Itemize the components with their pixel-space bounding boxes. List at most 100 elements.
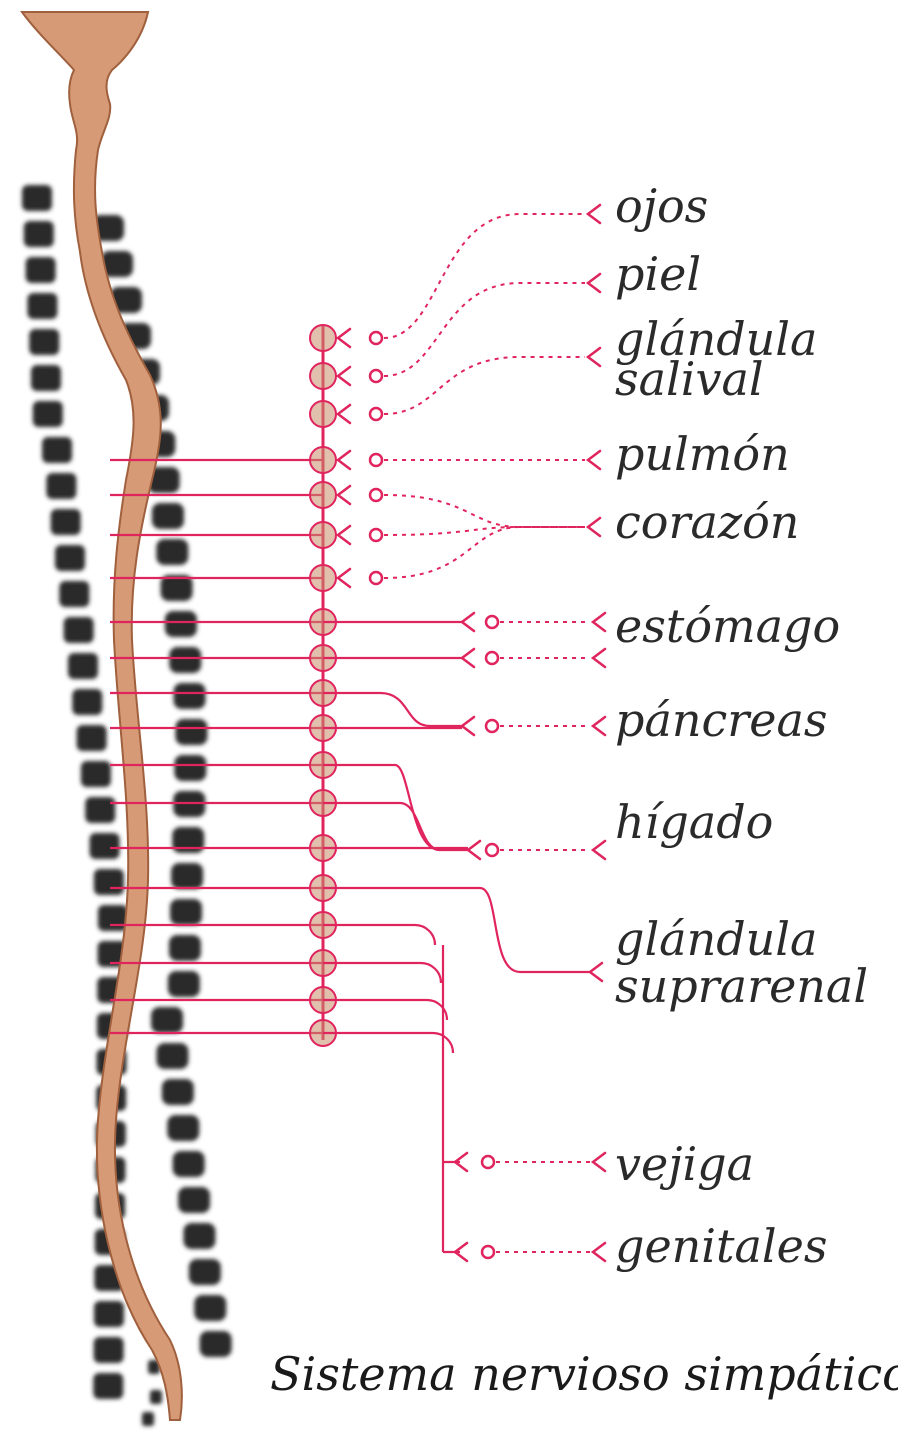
vertebra-anterior — [90, 833, 120, 859]
postganglionic-node-genitales — [482, 1246, 494, 1258]
vertebra-anterior — [22, 185, 52, 211]
target-arrow-pancreas — [593, 717, 605, 735]
coccyx-segment — [150, 1390, 162, 1404]
vertebra-process — [200, 1331, 232, 1357]
target-arrow-ojos — [588, 205, 600, 223]
organ-label-vejiga: vejiga — [615, 1137, 754, 1191]
vertebra-anterior — [29, 329, 59, 355]
vertebra-process — [151, 1007, 183, 1033]
synapse-arrow-ojos — [338, 329, 350, 347]
vertebra-process — [174, 755, 206, 781]
target-arrow-pulmon — [588, 451, 600, 469]
vertebra-anterior — [55, 545, 85, 571]
preganglionic-fiber-pancreas — [323, 693, 462, 726]
synapse-arrow-corazon — [338, 526, 350, 544]
organ-label-glandula-suprarenal-line1: glándula — [615, 912, 817, 966]
vertebra-anterior — [98, 905, 128, 931]
ganglion — [310, 401, 336, 427]
vertebra-anterior — [94, 869, 124, 895]
vertebra-anterior — [77, 725, 107, 751]
vertebra-process — [162, 1079, 194, 1105]
synapse-arrow-piel — [338, 367, 350, 385]
organ-pathways — [323, 205, 605, 1261]
vertebra-process — [167, 1115, 199, 1141]
pathway-piel — [384, 283, 585, 376]
preganglionic-fiber-glandula-suprarenal — [323, 888, 590, 972]
vertebra-anterior — [72, 689, 102, 715]
synapse-arrow-glandula-salival — [338, 405, 350, 423]
coccyx-segment — [142, 1412, 154, 1426]
preganglionic-fiber-pelvic — [323, 925, 435, 945]
organ-label-glandula-salival-line2: salival — [615, 352, 764, 406]
vertebra-anterior — [59, 581, 89, 607]
vertebra-process — [170, 899, 202, 925]
synapse-arrow-higado — [468, 841, 480, 859]
target-arrow-corazon — [588, 518, 600, 536]
synapse-arrow-genitales — [455, 1243, 467, 1261]
organ-label-higado: hígado — [615, 795, 773, 849]
synapse-arrow-pulmon — [338, 451, 350, 469]
postganglionic-node-vejiga — [482, 1156, 494, 1168]
pathway-ojos — [384, 214, 585, 338]
pathway-glandula-salival — [384, 357, 585, 414]
vertebra-process — [169, 647, 201, 673]
vertebra-anterior — [31, 365, 61, 391]
vertebra-process — [165, 611, 197, 637]
preganglionic-fiber-pelvic — [323, 1000, 447, 1020]
vertebra-process — [189, 1259, 221, 1285]
target-arrow-estomago — [593, 649, 605, 667]
vertebra-process — [178, 1187, 210, 1213]
vertebra-anterior — [68, 653, 98, 679]
preganglionic-fiber-pelvic — [323, 1033, 453, 1053]
vertebra-process — [156, 539, 188, 565]
vertebra-anterior — [85, 797, 115, 823]
synapse-arrow-corazon — [338, 569, 350, 587]
postganglionic-node-estomago — [486, 652, 498, 664]
ganglion — [310, 522, 336, 548]
vertebra-process — [169, 935, 201, 961]
vertebra-process — [171, 863, 203, 889]
organ-label-piel: piel — [615, 247, 701, 301]
postganglionic-node-pancreas — [486, 720, 498, 732]
vertebra-anterior — [64, 617, 94, 643]
organ-label-ojos: ojos — [615, 179, 708, 233]
organ-label-genitales: genitales — [615, 1219, 827, 1273]
organ-label-corazon: corazón — [615, 495, 799, 549]
target-arrow-vejiga — [593, 1153, 605, 1171]
vertebra-process — [183, 1223, 215, 1249]
target-arrow-piel — [588, 274, 600, 292]
organ-labels: ojos piel glándula salival pulmón corazó… — [615, 179, 868, 1273]
organ-label-pulmon: pulmón — [615, 427, 790, 481]
ganglion — [310, 447, 336, 473]
vertebra-anterior — [51, 509, 81, 535]
postganglionic-node-piel — [370, 370, 382, 382]
vertebra-process — [168, 971, 200, 997]
vertebra-anterior — [33, 401, 63, 427]
ganglion — [310, 363, 336, 389]
target-arrow-glandula-salival — [588, 348, 600, 366]
synapse-arrow-corazon — [338, 486, 350, 504]
vertebra-process — [173, 1151, 205, 1177]
vertebra-anterior — [93, 1373, 123, 1399]
synapse-arrow-estomago — [462, 613, 474, 631]
vertebra-anterior — [94, 1301, 124, 1327]
vertebra-anterior — [46, 473, 76, 499]
target-arrow-glandula-suprarenal — [590, 963, 602, 981]
vertebra-process — [175, 719, 207, 745]
preganglionic-fiber-higado — [323, 765, 468, 850]
vertebra-anterior — [81, 761, 111, 787]
vertebra-process — [152, 503, 184, 529]
synapse-arrow-pancreas — [462, 717, 474, 735]
diagram-title: Sistema nervioso simpático — [270, 1347, 898, 1401]
organ-label-glandula-suprarenal-line2: suprarenal — [615, 959, 868, 1013]
postganglionic-node-corazon — [370, 529, 382, 541]
organ-label-pancreas: páncreas — [615, 693, 828, 747]
vertebra-anterior — [94, 1337, 124, 1363]
target-arrow-genitales — [593, 1243, 605, 1261]
ganglion — [310, 482, 336, 508]
postganglionic-node-corazon — [370, 572, 382, 584]
target-arrow-estomago — [593, 613, 605, 631]
vertebra-process — [194, 1295, 226, 1321]
